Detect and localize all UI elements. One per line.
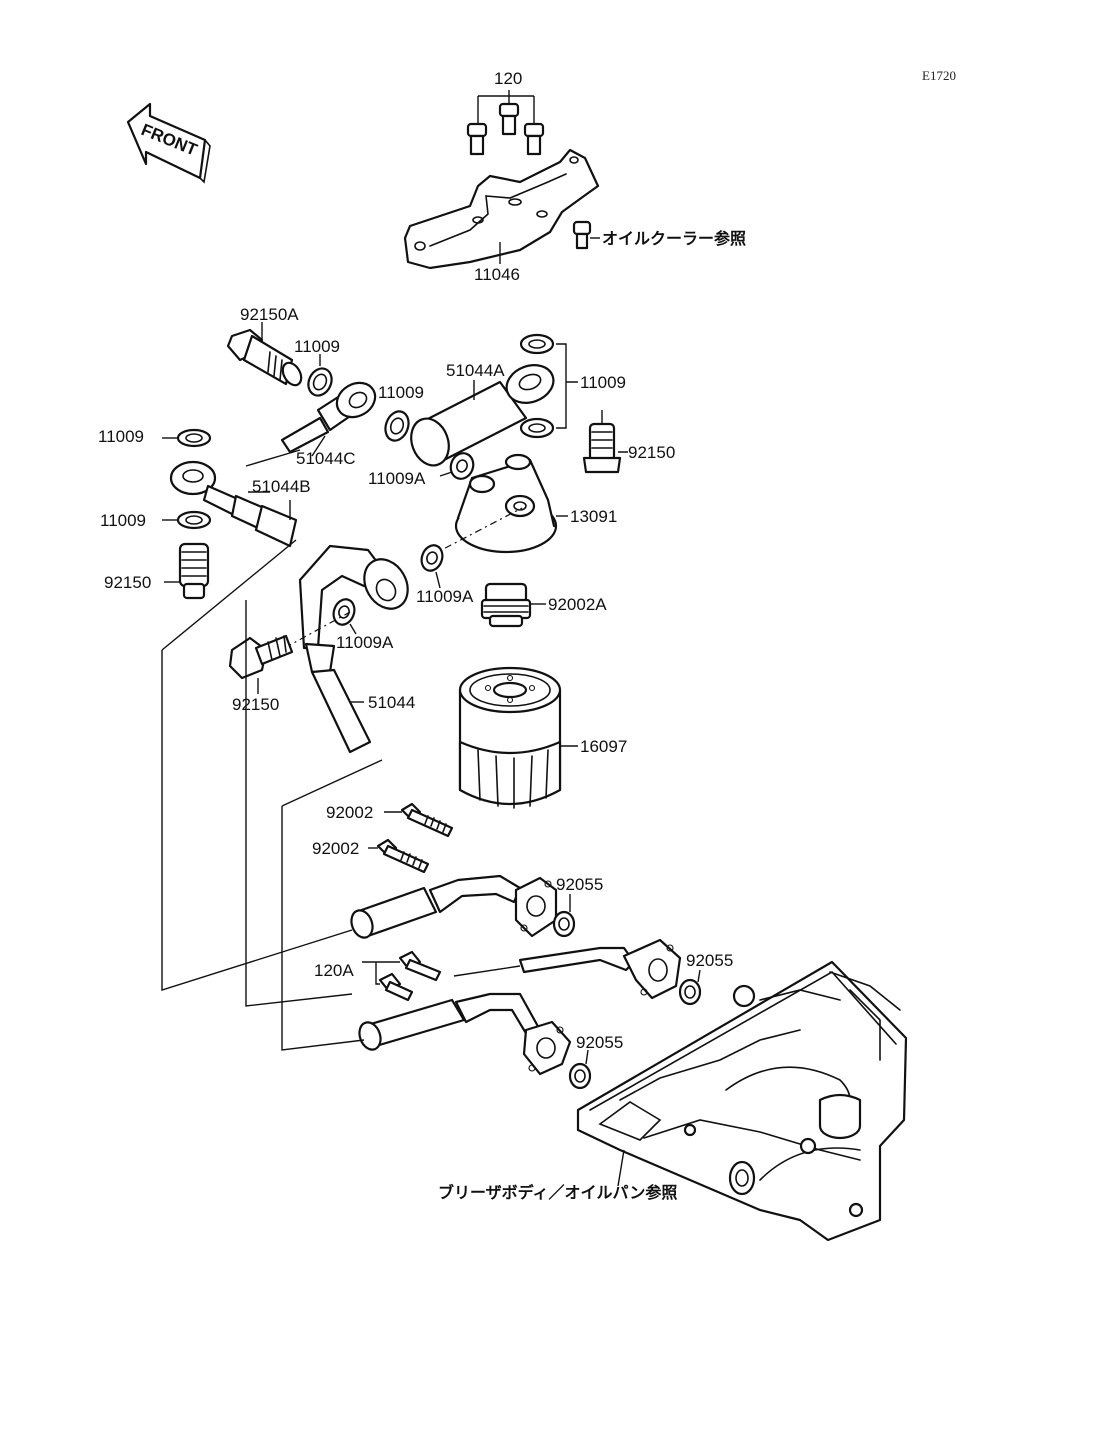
hose-end-51044B xyxy=(169,460,298,548)
label-11009-a: 11009 xyxy=(294,337,340,356)
label-11009-left-mid: 11009 xyxy=(100,511,146,530)
boundary-line-mid xyxy=(245,600,353,1007)
label-92002-b: 92002 xyxy=(312,839,359,858)
oil-pan xyxy=(576,960,908,1242)
label-92055-b: 92055 xyxy=(686,951,733,970)
boundary-line-left-top xyxy=(161,539,297,651)
washer-11009-right-bottom xyxy=(519,417,555,439)
washer-11009A-mid xyxy=(420,544,444,589)
pipe-upper xyxy=(350,874,558,939)
bolt-120-right xyxy=(523,122,545,156)
bolt-120-center xyxy=(498,102,520,136)
oil-filter-16097 xyxy=(458,666,578,809)
label-51044B: 51044B xyxy=(252,477,311,496)
label-breather-ref: ブリーザボディ／オイルパン参照 xyxy=(438,1183,677,1202)
centerline-bolt xyxy=(269,611,351,657)
label-92150-left: 92150 xyxy=(104,573,151,592)
front-arrow-icon: FRONT xyxy=(126,102,211,184)
label-92055-c: 92055 xyxy=(576,1033,623,1052)
washer-11009-a xyxy=(307,354,333,397)
label-16097: 16097 xyxy=(580,737,627,756)
label-92150-bottom: 92150 xyxy=(232,695,279,714)
plug-92002A xyxy=(480,582,546,628)
label-92150A: 92150A xyxy=(240,305,299,324)
label-120: 120 xyxy=(494,69,522,88)
label-51044: 51044 xyxy=(368,693,415,712)
label-92055-a: 92055 xyxy=(556,875,603,894)
label-51044C: 51044C xyxy=(296,449,356,468)
label-92002-a: 92002 xyxy=(326,803,373,822)
bolt-120A-group xyxy=(362,950,442,1002)
bracket-11009-right xyxy=(556,343,578,429)
label-92002A: 92002A xyxy=(548,595,607,614)
banjo-bolt-92150A xyxy=(226,322,303,387)
pipe-middle xyxy=(453,938,682,1000)
hose-end-51044C xyxy=(280,381,377,457)
label-11009A-mid: 11009A xyxy=(416,587,474,606)
label-11009-left-top: 11009 xyxy=(98,427,144,446)
washer-11009-right-top xyxy=(519,333,555,355)
label-11009-right: 11009 xyxy=(580,373,626,392)
bolt-92002-a xyxy=(384,802,454,838)
washer-11009-b xyxy=(384,410,410,442)
gasket-92055-a xyxy=(552,894,576,938)
bolt-120-group xyxy=(466,90,545,156)
diagram-code: E1720 xyxy=(922,68,956,83)
bolt-oil-cooler xyxy=(572,220,600,250)
bolt-120-left xyxy=(466,122,488,156)
label-92150-right: 92150 xyxy=(628,443,675,462)
washer-11009A-low xyxy=(332,598,357,635)
gasket-92055-b xyxy=(678,969,702,1006)
boundary-line-mid-top xyxy=(245,449,301,467)
banjo-bolt-92150-left xyxy=(164,542,210,600)
label-13091: 13091 xyxy=(570,507,617,526)
banjo-bolt-92150-bottom xyxy=(228,634,294,694)
label-oil-cooler-ref: オイルクーラー参照 xyxy=(602,229,746,248)
washer-11009A-top xyxy=(439,452,475,480)
hose-51044 xyxy=(298,544,409,754)
pipe-lower xyxy=(358,992,572,1076)
label-51044A: 51044A xyxy=(446,361,505,380)
label-120A: 120A xyxy=(314,961,354,980)
label-11046: 11046 xyxy=(474,265,520,284)
label-11009A-top: 11009A xyxy=(368,469,426,488)
bolt-92002-b xyxy=(368,838,430,874)
washer-11009-left-top xyxy=(162,428,212,448)
washer-11009-left-mid xyxy=(162,510,212,530)
label-11009A-low: 11009A xyxy=(336,633,394,652)
boundary-line-right xyxy=(281,759,383,1051)
filter-head-13091 xyxy=(454,453,568,554)
banjo-bolt-92150-right xyxy=(582,410,628,474)
label-11009-b: 11009 xyxy=(378,383,424,402)
boundary-line-left xyxy=(161,650,353,991)
hose-51044A xyxy=(410,364,555,467)
centerline-filter xyxy=(429,507,523,557)
gasket-92055-c xyxy=(568,1049,592,1090)
bracket-11046 xyxy=(403,148,600,270)
